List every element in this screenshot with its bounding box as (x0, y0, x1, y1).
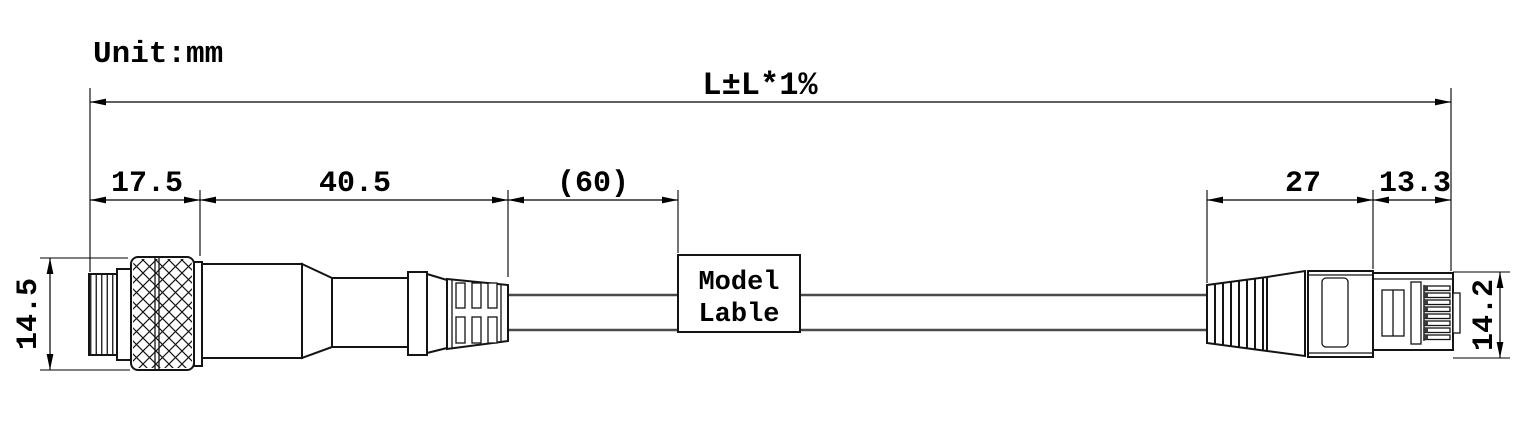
rj45-connector (1206, 269, 1461, 358)
model-label-line1: Model (698, 268, 779, 298)
m12-body (201, 263, 303, 359)
model-label-line2: Lable (698, 300, 779, 330)
nut-divider-line (154, 257, 160, 370)
m12-neck (332, 277, 408, 348)
rj45-tip (1452, 292, 1461, 334)
unit-label: Unit:mm (93, 37, 223, 72)
m12-collar (407, 271, 428, 356)
rj45-head (1372, 272, 1461, 351)
m12-collar-taper (426, 273, 448, 354)
m12-connector (88, 256, 509, 371)
extension-lines (40, 88, 1510, 371)
rj45-latch (1410, 281, 1422, 345)
m12-thread-section (88, 273, 118, 356)
dim-text-overall: L±L*1% (702, 67, 818, 104)
dim-text-27: 27 (1285, 167, 1321, 201)
rj45-body (1307, 270, 1374, 358)
m12-strain-relief (446, 277, 509, 351)
rj45-strain-relief (1206, 269, 1306, 358)
rj45-body-window (1321, 277, 1349, 348)
dimension-lines (46, 98, 1504, 370)
dim-text-60: (60) (557, 167, 629, 201)
dim-text-14-5: 14.5 (12, 278, 46, 350)
m12-body-taper (301, 262, 333, 360)
dim-text-13-3: 13.3 (1379, 167, 1451, 201)
m12-knurled-nut (130, 256, 195, 371)
cable (508, 293, 1207, 332)
dim-text-17-5: 17.5 (111, 167, 183, 201)
dim-text-14-2: 14.2 (1468, 279, 1502, 351)
model-label-box: Model Lable (677, 254, 801, 333)
rj45-wire-window (1381, 289, 1405, 337)
m12-step-ring (193, 261, 203, 367)
rj45-contacts (1423, 285, 1451, 341)
dim-text-40-5: 40.5 (319, 167, 391, 201)
m12-flange (116, 268, 132, 361)
